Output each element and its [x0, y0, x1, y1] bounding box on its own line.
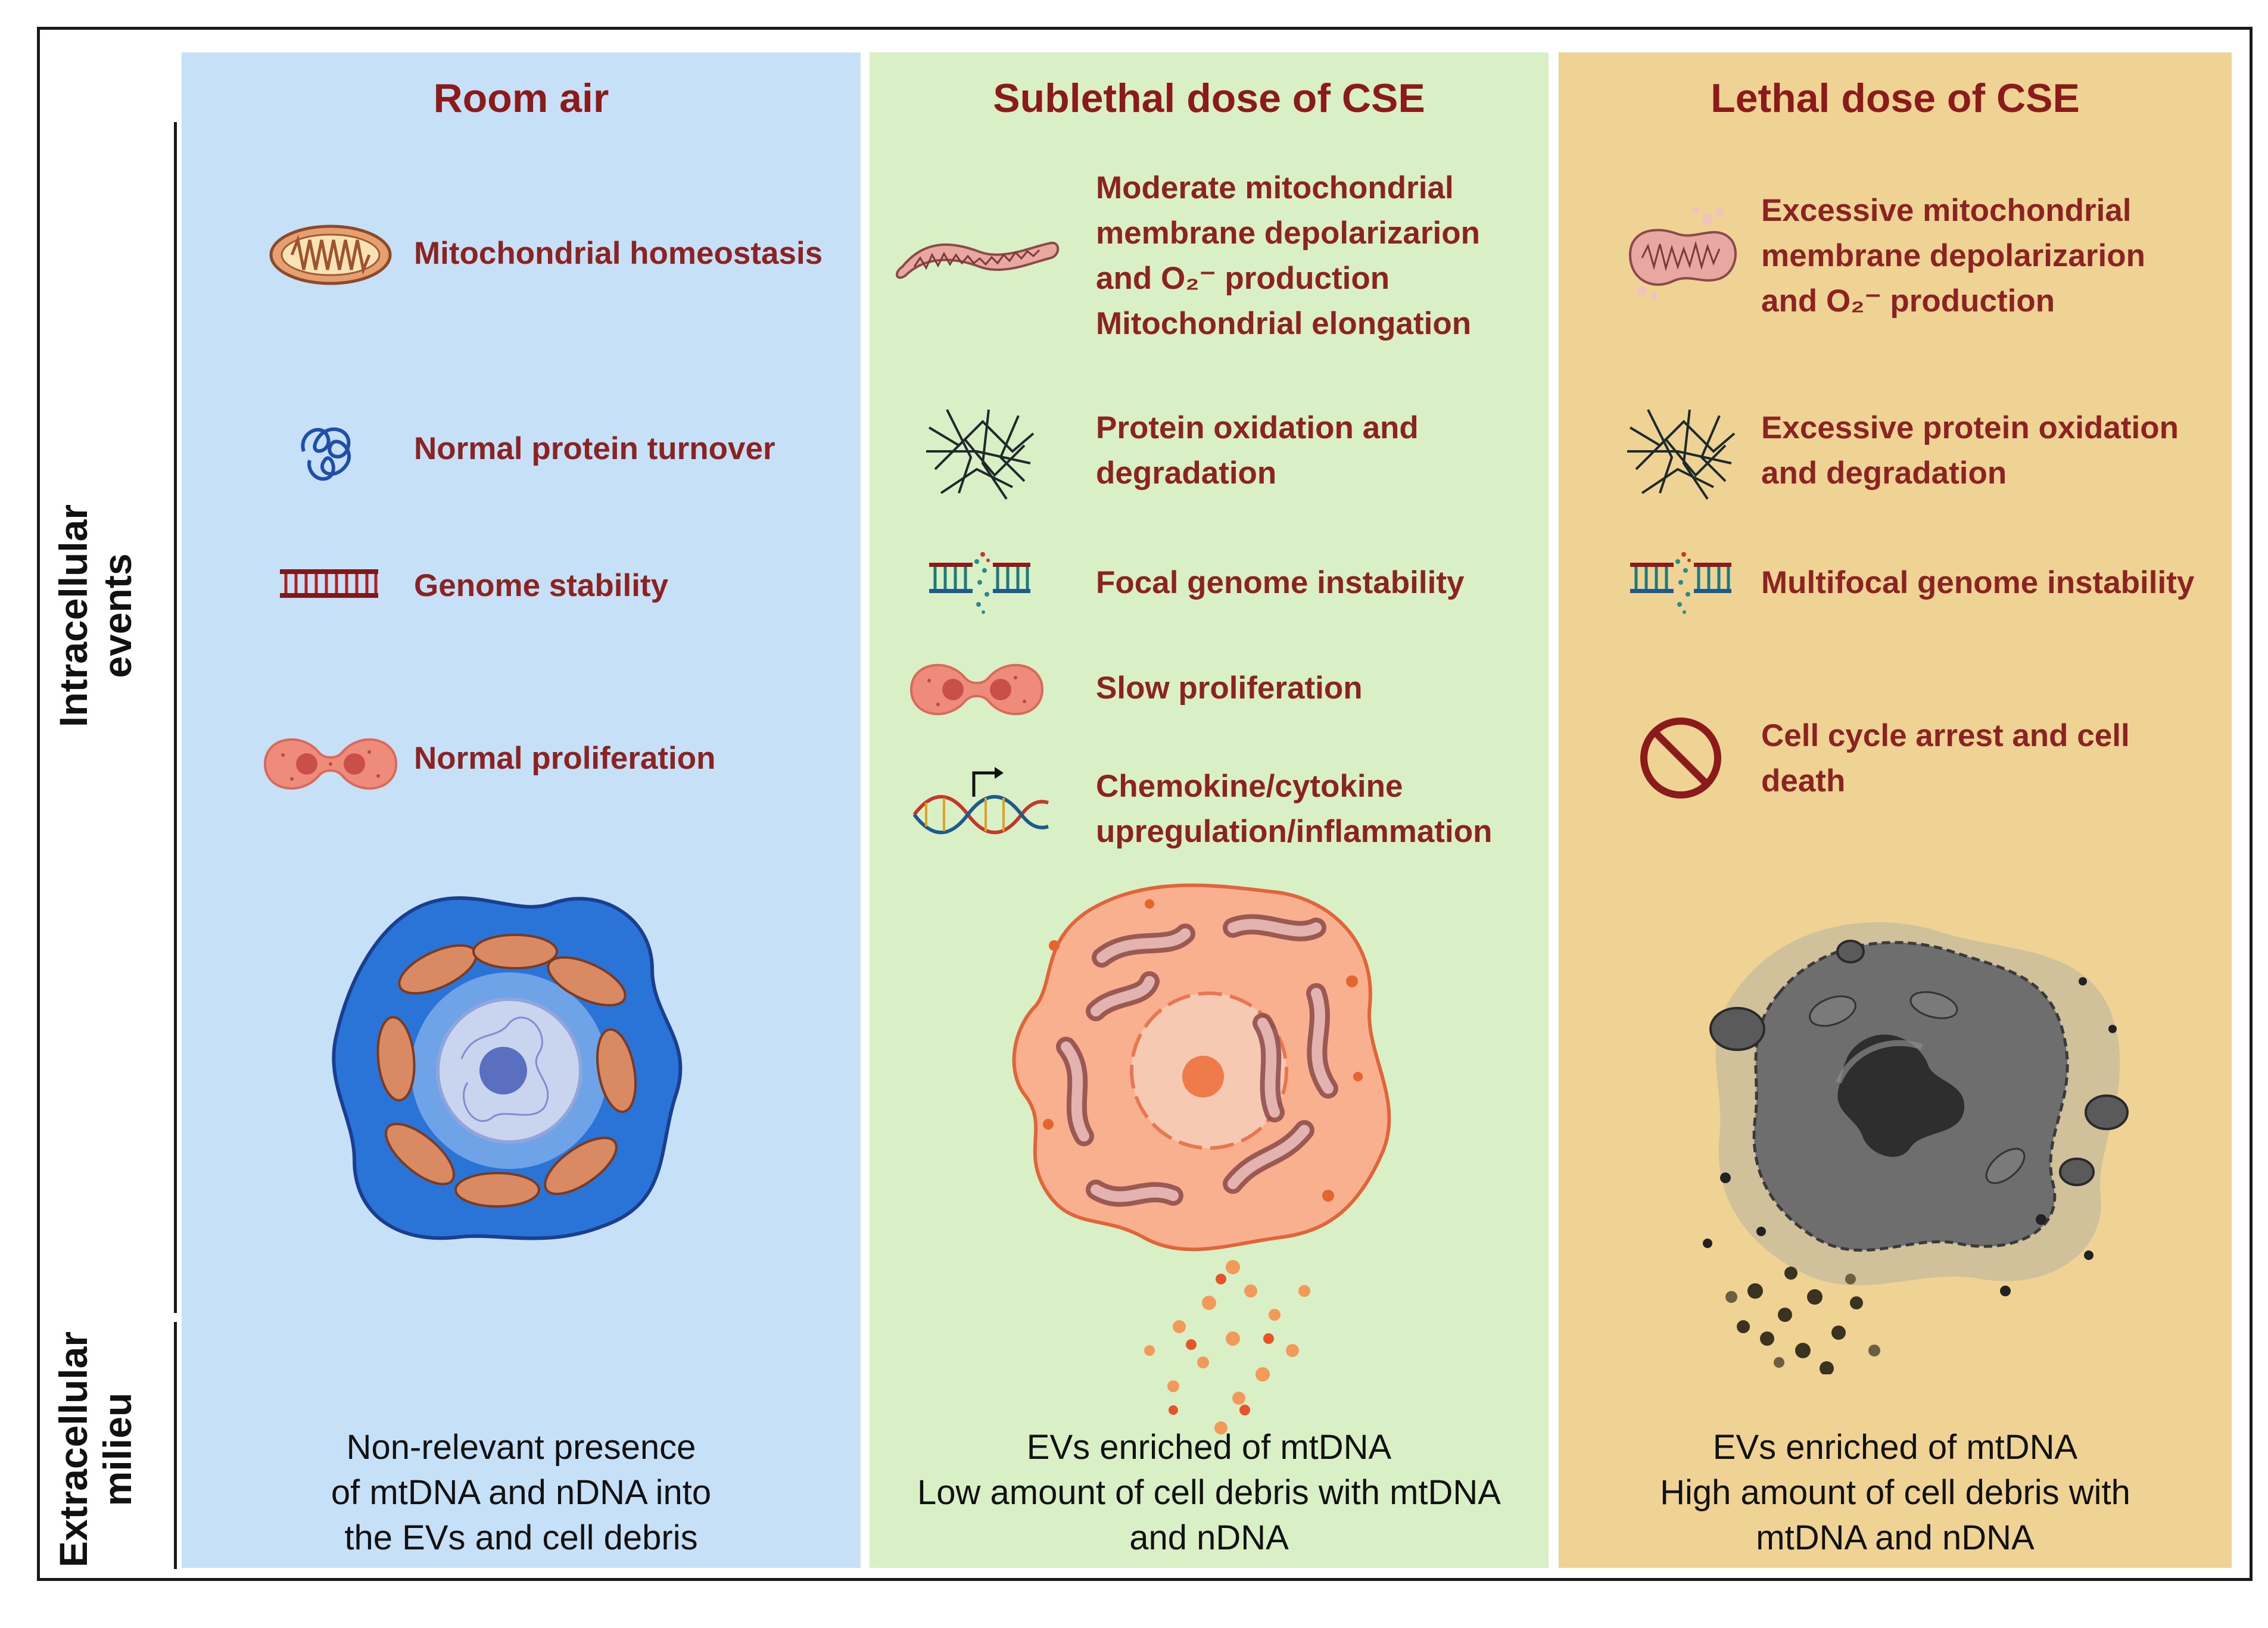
protein-coil-icon	[301, 427, 351, 481]
dying-cell-illustration	[1703, 922, 2129, 1374]
item-chemokine-cytokine-upregulation: Chemokine/cytokine upregulation/inflamma…	[1096, 769, 1493, 849]
prohibited-icon	[1640, 718, 1721, 799]
extracellular-text: EVs enriched of mtDNA High amount of cel…	[1660, 1428, 2130, 1557]
item-mitochondrial-homeostasis: Mitochondrial homeostasis	[414, 236, 823, 271]
oxidized-protein-icon	[1627, 409, 1736, 500]
healthy-cell-illustration	[332, 896, 683, 1240]
extracellular-milieu-label: Extracellular milieu	[51, 1331, 139, 1568]
item-multifocal-genome-instability: Multifocal genome instability	[1761, 565, 2195, 600]
item-excessive-protein-oxidation: Excessive protein oxidation and degradat…	[1761, 410, 2179, 491]
figure-frame	[37, 27, 2253, 1581]
slow-dividing-cell-icon	[909, 664, 1044, 715]
damaged-dna-icon	[929, 550, 1030, 615]
item-moderate-mitochondrial-depolarization: Moderate mitochondrial membrane depolari…	[1096, 170, 1481, 341]
item-cell-cycle-arrest: Cell cycle arrest and cell death	[1761, 718, 2130, 799]
extracellular-bracket	[174, 1322, 177, 1569]
item-protein-oxidation: Protein oxidation and degradation	[1096, 410, 1419, 491]
extracellular-text: Non-relevant presence of mtDNA and nDNA …	[331, 1428, 712, 1557]
dna-ladder-icon	[280, 569, 378, 598]
item-genome-stability: Genome stability	[414, 568, 669, 603]
oxidized-protein-icon	[926, 409, 1035, 500]
panel-room-air: Room air Mitochondrial homeostasis Norma…	[182, 52, 861, 1568]
elongated-mitochondrion-icon	[896, 241, 1060, 279]
panel-title: Lethal dose of CSE	[1711, 76, 2080, 121]
extracellular-text: EVs enriched of mtDNA Low amount of cell…	[917, 1428, 1501, 1557]
mitochondrion-icon	[269, 224, 392, 285]
panel-sublethal-dose: Sublethal dose of CSE Moderate mitochond…	[870, 52, 1549, 1568]
gene-expression-icon	[912, 767, 1049, 834]
item-normal-proliferation: Normal proliferation	[414, 741, 716, 776]
damaged-dna-icon	[1630, 550, 1731, 615]
item-excessive-mitochondrial-depolarization: Excessive mitochondrial membrane depolar…	[1761, 193, 2146, 319]
intracellular-bracket	[174, 122, 177, 1313]
stressed-cell-illustration	[1012, 883, 1391, 1434]
item-slow-proliferation: Slow proliferation	[1096, 670, 1363, 706]
dividing-cell-icon	[263, 738, 398, 790]
panel-lethal-dose: Lethal dose of CSE Excessive mitochondri…	[1559, 52, 2232, 1568]
intracellular-events-label: Intracellular events	[51, 504, 139, 728]
panel-title: Room air	[433, 76, 609, 121]
panel-title: Sublethal dose of CSE	[993, 76, 1425, 121]
damaged-mitochondrion-icon	[1628, 207, 1737, 300]
item-focal-genome-instability: Focal genome instability	[1096, 565, 1465, 600]
item-normal-protein-turnover: Normal protein turnover	[414, 431, 775, 466]
